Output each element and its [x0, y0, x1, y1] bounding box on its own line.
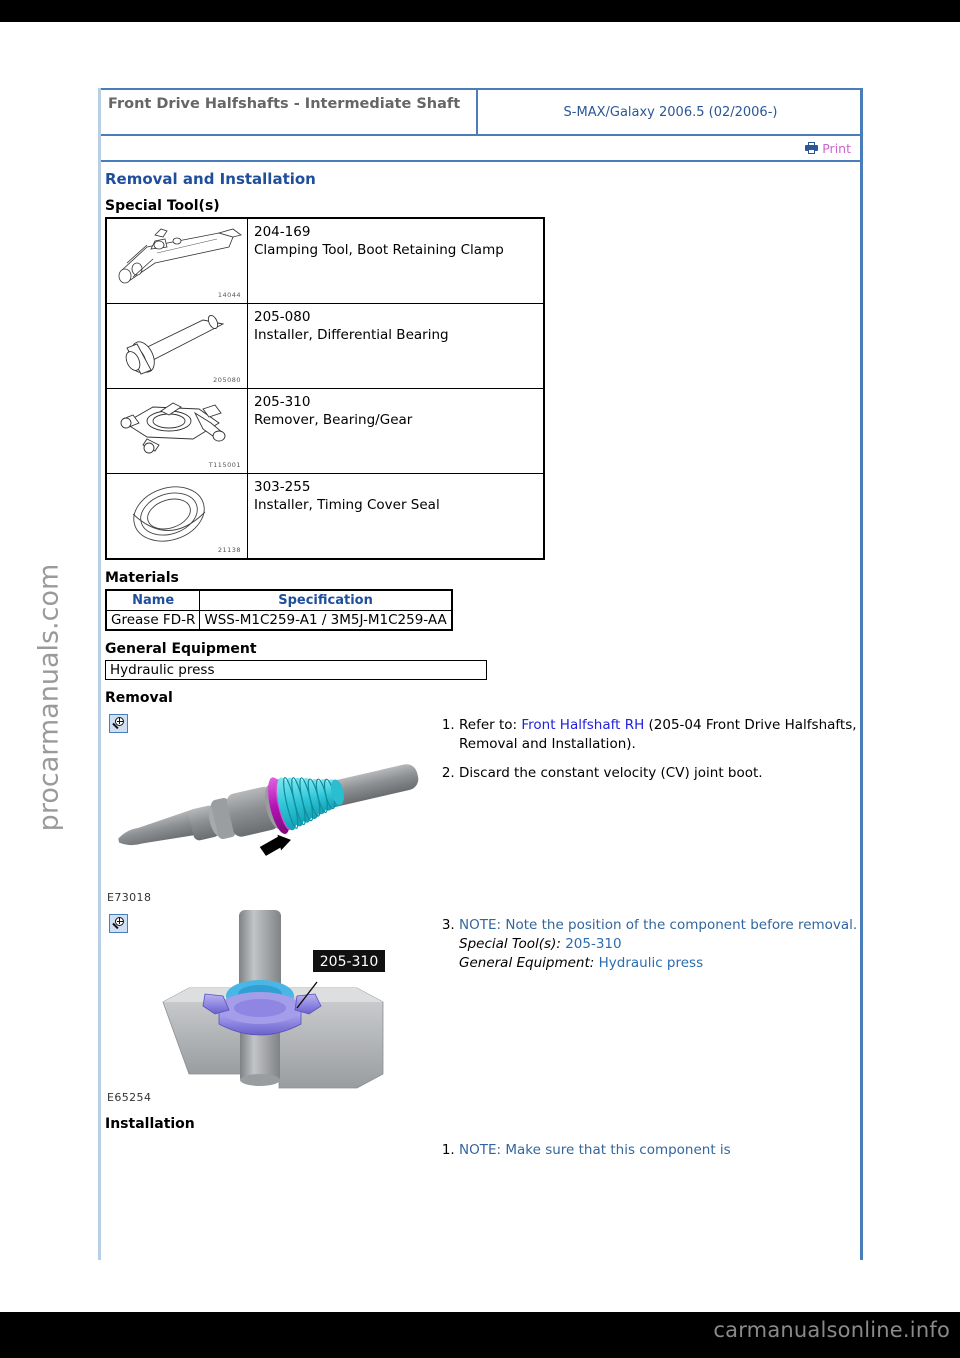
section-removal: Removal [105, 690, 173, 706]
tool-image-cell: 21138 [105, 473, 248, 560]
tool-name: Installer, Differential Bearing [254, 327, 449, 344]
removal-block-one: E73018 Refer to: Front Halfshaft RH (205… [101, 710, 861, 906]
differential-bearing-installer-illustration [125, 314, 225, 375]
list-item: Discard the constant velocity (CV) joint… [459, 764, 861, 783]
general-equipment-label: General Equipment: [459, 955, 595, 972]
removal-steps-list: Refer to: Front Halfshaft RH (205-04 Fro… [429, 716, 861, 783]
print-row: Print [101, 136, 861, 162]
tool-info-cell: 303-255 Installer, Timing Cover Seal [247, 473, 545, 560]
tool-image-id: 14044 [217, 291, 241, 299]
tool-image-id: 205080 [213, 376, 241, 384]
table-row: 14044 204-169 Clamping Tool, Boot Retain… [105, 217, 545, 304]
special-tool-label: Special Tool(s): [459, 936, 561, 953]
bearing-remover-press-illustration: 205-310 [162, 910, 385, 1089]
cross-reference-link[interactable]: Front Halfshaft RH [521, 717, 645, 733]
tool-info-cell: 205-310 Remover, Bearing/Gear [247, 388, 545, 474]
section-removal-installation: Removal and Installation [105, 170, 316, 188]
print-label: Print [822, 140, 851, 156]
column-header-specification: Specification [199, 589, 453, 611]
section-special-tools: Special Tool(s) [105, 198, 220, 214]
removal-steps-list-continued: NOTE: Note the position of the component… [429, 916, 861, 973]
zoom-in-icon[interactable] [109, 914, 128, 933]
top-black-bar [0, 0, 960, 22]
zoom-in-icon[interactable] [109, 714, 128, 733]
special-tool-value[interactable]: 205-310 [565, 936, 622, 953]
section-materials: Materials [105, 570, 179, 586]
tool-name: Installer, Timing Cover Seal [254, 497, 440, 514]
tool-number: 204-169 [254, 224, 311, 240]
removal-block-two: 205-310 E65254 NOTE: Note the position o… [101, 910, 861, 1106]
figure-e73018: E73018 [101, 710, 419, 906]
table-row: T115001 205-310 Remover, Bearing/Gear [105, 388, 545, 474]
special-tools-table: 14044 204-169 Clamping Tool, Boot Retain… [105, 217, 545, 560]
list-item: NOTE: Make sure that this component is [459, 1141, 861, 1160]
table-header-row: Name Specification [105, 589, 453, 611]
section-general-equipment: General Equipment [105, 641, 257, 657]
list-item: NOTE: Note the position of the component… [459, 916, 861, 973]
tool-image-cell: T115001 [105, 388, 248, 474]
document-header: Front Drive Halfshafts - Intermediate Sh… [101, 88, 863, 136]
svg-text:205-310: 205-310 [320, 954, 379, 970]
tool-name: Remover, Bearing/Gear [254, 412, 413, 429]
figure-column: 205-310 E65254 [101, 910, 421, 1106]
tool-image-cell: 14044 [105, 217, 248, 304]
printer-icon [805, 142, 819, 154]
document-content: Removal and Installation Special Tool(s) [101, 162, 861, 1170]
tool-image-id: T115001 [208, 461, 241, 469]
tool-info-cell: 205-080 Installer, Differential Bearing [247, 303, 545, 389]
general-equipment-value[interactable]: Hydraulic press [598, 955, 704, 972]
page-title: Front Drive Halfshafts - Intermediate Sh… [101, 90, 478, 134]
installation-block: NOTE: Make sure that this component is [101, 1135, 861, 1170]
column-header-name: Name [105, 589, 201, 611]
materials-table: Name Specification Grease FD-R WSS-M1C25… [105, 589, 453, 631]
cv-joint-boot-illustration [118, 764, 419, 856]
general-equipment-item: Hydraulic press [105, 660, 487, 680]
material-spec: WSS-M1C259-A1 / 3M5J-M1C259-AA [199, 610, 453, 631]
clamping-tool-illustration [118, 228, 242, 284]
bearing-gear-remover-illustration [120, 402, 226, 454]
timing-cover-seal-installer-illustration [132, 486, 206, 542]
installation-steps-list: NOTE: Make sure that this component is [429, 1141, 861, 1160]
figure-column: E73018 [101, 710, 421, 906]
step-suffix: (205-04 Front Drive Halfshafts, Removal … [459, 717, 857, 753]
list-item: Refer to: Front Halfshaft RH (205-04 Fro… [459, 716, 861, 754]
tool-image-id: 21138 [217, 546, 241, 554]
tool-info-cell: 204-169 Clamping Tool, Boot Retaining Cl… [247, 217, 545, 304]
bottom-black-bar [0, 1312, 960, 1358]
tool-name: Clamping Tool, Boot Retaining Clamp [254, 242, 504, 259]
vehicle-model: S-MAX/Galaxy 2006.5 (02/2006-) [563, 104, 778, 120]
callout-205-310: 205-310 [296, 950, 385, 1009]
steps-column: Refer to: Front Halfshaft RH (205-04 Fro… [421, 710, 861, 793]
figure-id: E65254 [107, 1091, 152, 1104]
table-row: 21138 303-255 Installer, Timing Cover Se… [105, 473, 545, 560]
steps-column: NOTE: Note the position of the component… [421, 910, 861, 983]
steps-column: NOTE: Make sure that this component is [421, 1135, 861, 1170]
tool-image-cell: 205080 [105, 303, 248, 389]
print-button[interactable]: Print [805, 141, 851, 156]
tool-number: 205-080 [254, 309, 311, 325]
tool-number: 205-310 [254, 394, 311, 410]
step-note: NOTE: Make sure that this component is [459, 1142, 731, 1158]
figure-id: E73018 [107, 891, 152, 904]
step-prefix: Refer to: [459, 717, 522, 733]
tool-number: 303-255 [254, 479, 311, 495]
section-installation: Installation [105, 1116, 195, 1132]
material-name: Grease FD-R [105, 610, 201, 631]
footer-brand: carmanualsonline.info [713, 1318, 950, 1342]
table-row: 205080 205-080 Installer, Differential B… [105, 303, 545, 389]
table-row: Grease FD-R WSS-M1C259-A1 / 3M5J-M1C259-… [105, 610, 453, 631]
figure-e65254: 205-310 E65254 [101, 910, 419, 1106]
step-text: Discard the constant velocity (CV) joint… [459, 765, 763, 782]
site-watermark: procarmanuals.com [33, 563, 65, 832]
step-note: NOTE: Note the position of the component… [459, 917, 858, 933]
